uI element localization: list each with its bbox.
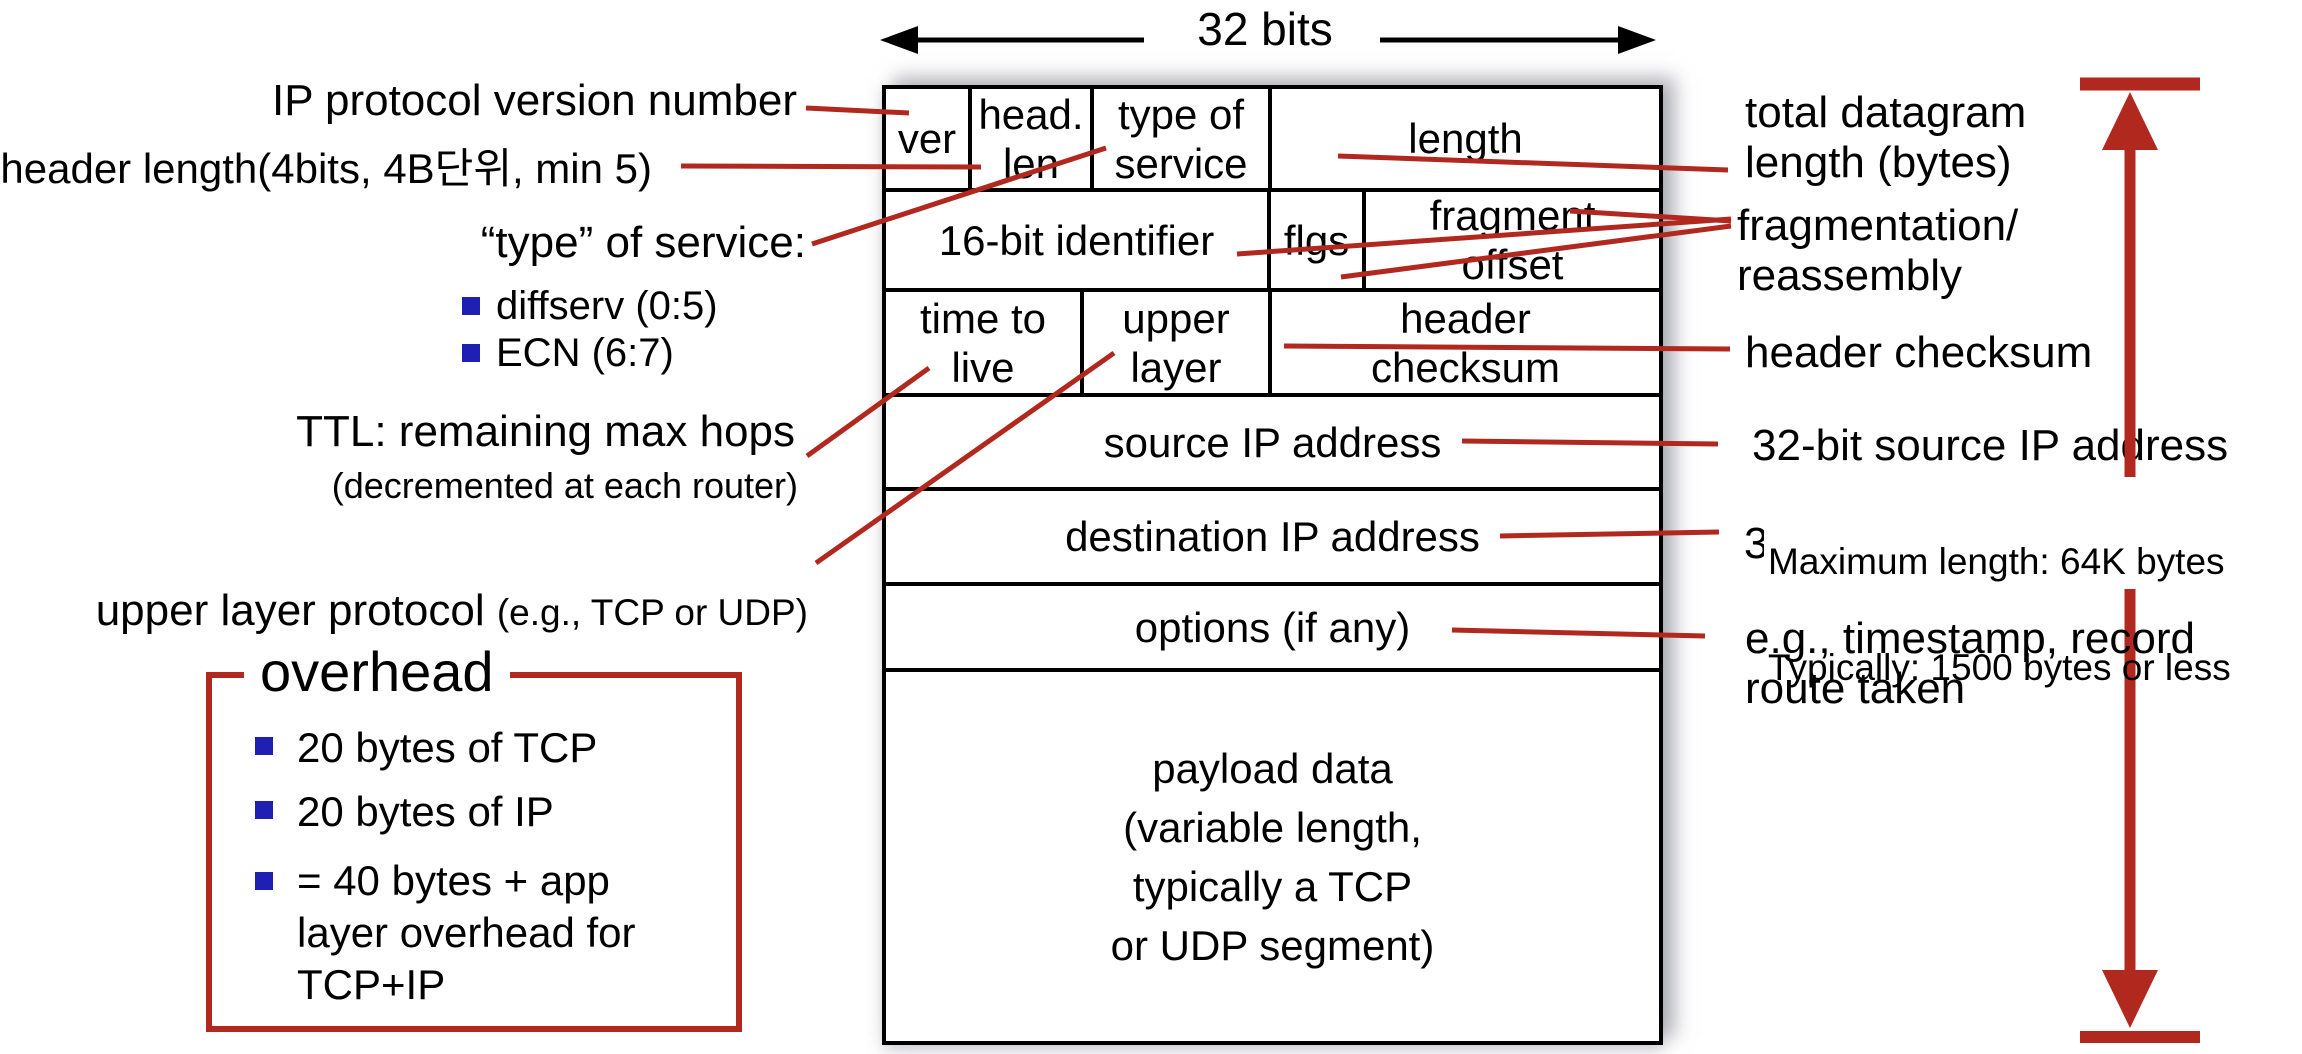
field-source-address: source IP address bbox=[886, 397, 1659, 491]
overhead-item-ip: 20 bytes of IP bbox=[255, 786, 554, 838]
note-version: IP protocol version number bbox=[271, 76, 797, 125]
overhead-title: overhead bbox=[244, 636, 510, 708]
field-flags: flgs bbox=[1271, 192, 1366, 292]
field-identifier: 16-bit identifier bbox=[886, 192, 1271, 292]
scale-arrow-left-head-icon bbox=[880, 26, 918, 54]
span-arrow-up-head-icon bbox=[2102, 92, 2158, 150]
note-destination-remnant: 3 bbox=[1744, 519, 1765, 567]
overhead-item-label: 20 bytes of IP bbox=[297, 788, 554, 835]
ip-datagram-table: ver head. len type of service length 16-… bbox=[882, 85, 1663, 1045]
note-size-limits: Maximum length: 64K bytes Typically: 150… bbox=[1764, 477, 2302, 688]
note-checksum: header checksum bbox=[1745, 328, 2093, 377]
field-fragment-offset: fragment offset bbox=[1366, 192, 1659, 292]
note-upper-layer: upper layer protocol (e.g., TCP or UDP) bbox=[30, 536, 808, 638]
bullet-square-icon bbox=[255, 737, 273, 755]
note-header-length: header length(4bits, 4B단위, min 5) bbox=[0, 145, 652, 192]
overhead-item-label: = 40 bytes + app layer overhead for TCP+… bbox=[297, 857, 636, 1008]
note-upper-layer-paren: (e.g., TCP or UDP) bbox=[496, 592, 808, 633]
bullet-square-icon bbox=[462, 297, 480, 315]
field-header-length: head. len bbox=[972, 89, 1094, 192]
bullet-square-icon bbox=[255, 872, 273, 890]
scale-arrow-right-head-icon bbox=[1618, 26, 1656, 54]
bullet-square-icon bbox=[255, 801, 273, 819]
note-options: e.g., timestamp, record route taken bbox=[1745, 614, 2195, 713]
note-tos-item-ecn: ECN (6:7) bbox=[462, 330, 674, 376]
span-arrow-down-head-icon bbox=[2102, 970, 2158, 1028]
field-length: length bbox=[1272, 89, 1659, 192]
note-upper-layer-main: upper layer protocol bbox=[95, 586, 497, 635]
field-upper-layer: upper layer bbox=[1084, 292, 1272, 397]
note-ttl-sub: (decremented at each router) bbox=[331, 465, 798, 506]
overhead-item-label: 20 bytes of TCP bbox=[297, 724, 598, 771]
note-max-length: Maximum length: 64K bytes bbox=[1768, 541, 2225, 582]
note-fragmentation: fragmentation/ reassembly bbox=[1737, 201, 2019, 300]
field-ttl: time to live bbox=[886, 292, 1084, 397]
bullet-square-icon bbox=[462, 344, 480, 362]
note-ttl: TTL: remaining max hops bbox=[296, 407, 795, 456]
note-source-address: 32-bit source IP address bbox=[1752, 421, 2229, 470]
overhead-item-total: = 40 bytes + app layer overhead for TCP+… bbox=[255, 855, 636, 1011]
field-type-of-service: type of service bbox=[1094, 89, 1272, 192]
overhead-item-tcp: 20 bytes of TCP bbox=[255, 722, 597, 774]
field-payload: payload data (variable length, typically… bbox=[1110, 744, 1435, 969]
note-tos-item-diffserv: diffserv (0:5) bbox=[462, 283, 718, 329]
note-typical-length: Typically: 1500 bytes or less bbox=[1768, 647, 2231, 688]
field-destination-address: destination IP address bbox=[886, 491, 1659, 586]
field-header-checksum: header checksum bbox=[1272, 292, 1659, 397]
bit-width-label: 32 bits bbox=[1197, 3, 1333, 55]
field-options: options (if any) bbox=[886, 586, 1659, 672]
field-version: ver bbox=[886, 89, 972, 192]
note-tos-title: “type” of service: bbox=[480, 218, 806, 267]
tos-item-label: ECN (6:7) bbox=[496, 331, 674, 375]
tos-item-label: diffserv (0:5) bbox=[496, 284, 718, 328]
note-total-length: total datagram length (bytes) bbox=[1745, 88, 2027, 187]
